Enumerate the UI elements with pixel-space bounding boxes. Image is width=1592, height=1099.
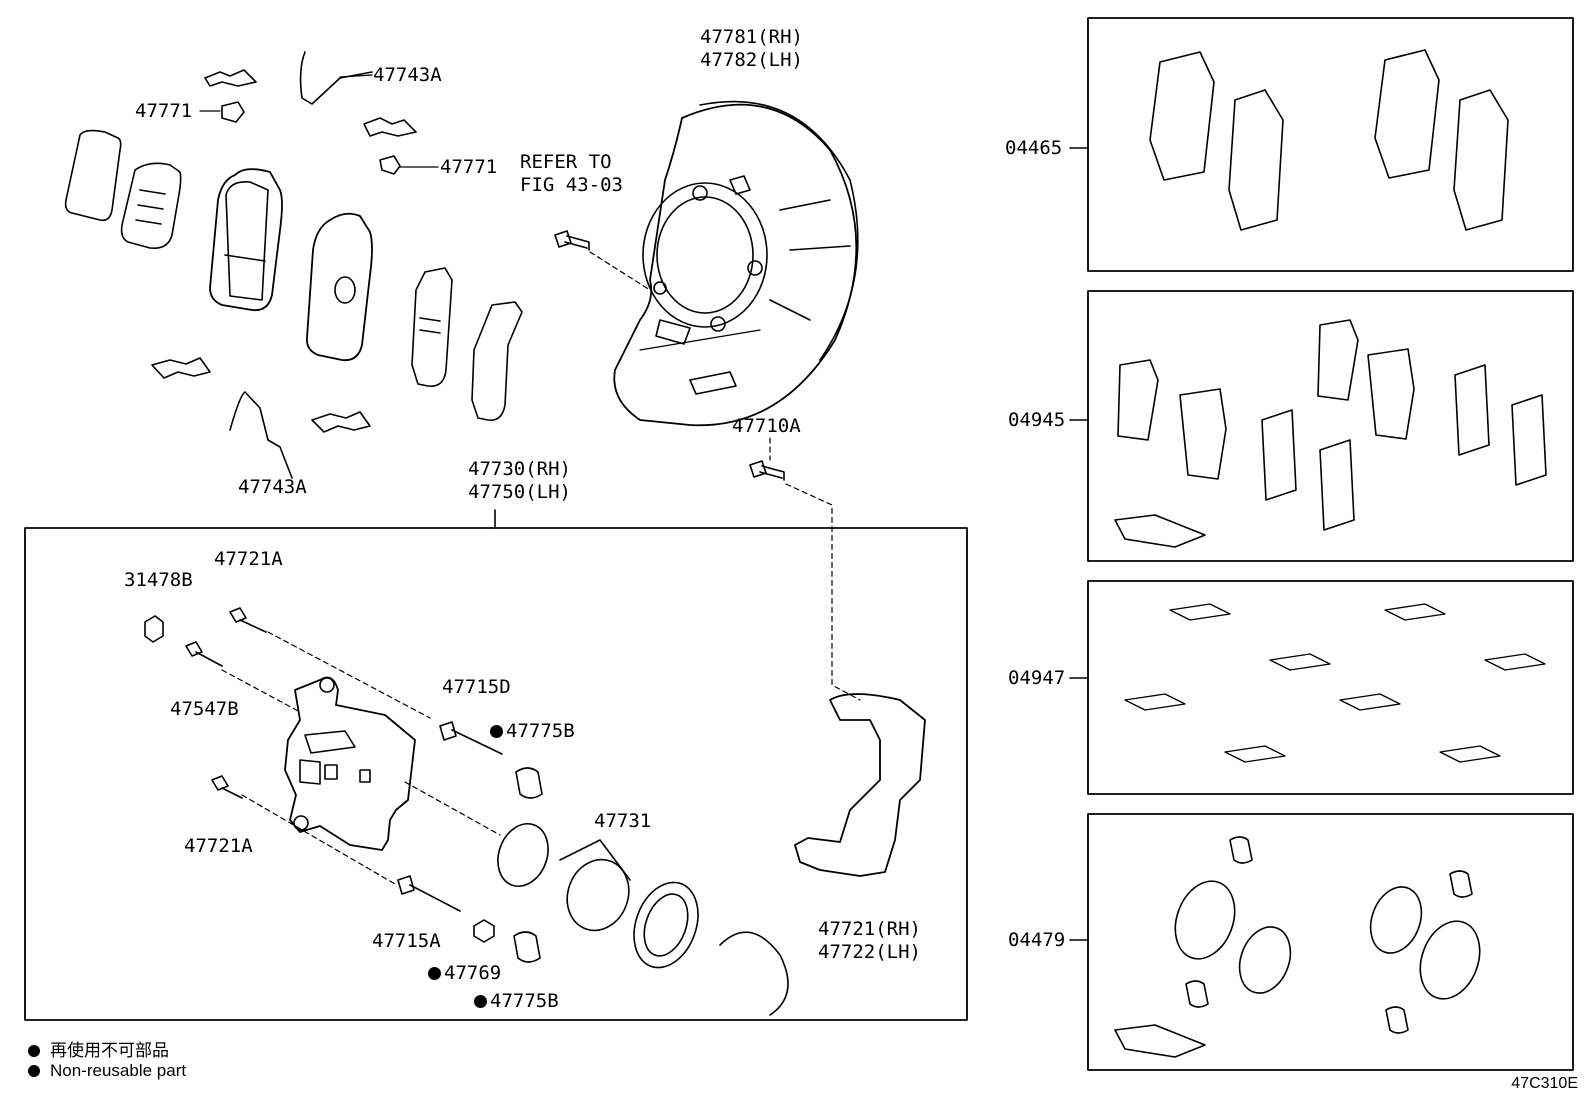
bolt-leader (589, 251, 651, 291)
boot-lower-47775B (513, 931, 541, 963)
mounting-bracket (794, 693, 926, 877)
label-caliper-rh: 47730(RH) (468, 458, 571, 480)
label-pin-a: 47715A (372, 930, 441, 952)
kit-number-04479: 04479 (1008, 929, 1066, 951)
label-bolt-upper: 47721A (214, 548, 283, 570)
pin-47715A (397, 875, 461, 912)
label-bushing: 47769 (428, 962, 501, 984)
label-boot-upper: 47775B (490, 720, 575, 742)
bolt-47710A (749, 460, 785, 481)
piston-47731 (559, 839, 631, 932)
label-mount-rh: 47721(RH) (818, 918, 921, 940)
pin-47715D (439, 721, 503, 755)
bushing-47769 (473, 919, 495, 943)
non-reusable-dot (428, 967, 441, 980)
pad-spring-top (299, 51, 373, 105)
label-spring-bottom: 47743A (238, 476, 307, 498)
kit-number-04945: 04945 (1008, 409, 1066, 431)
non-reusable-dot (474, 995, 487, 1008)
kit-number-04465: 04465 (1005, 137, 1063, 159)
kit-box-04465 (1087, 17, 1574, 272)
caliper-assembly-frame (24, 527, 968, 1021)
bolt-upper-47721A (229, 607, 267, 633)
label-clip-mid: 47771 (440, 156, 498, 178)
clip-c (363, 117, 417, 137)
inner-pad (306, 212, 373, 362)
label-clip-top: 47771 (135, 100, 193, 122)
outer-pad (209, 168, 283, 312)
kit-04479-contents (1114, 836, 1481, 1058)
clip-a (204, 69, 257, 87)
clip-b (221, 101, 245, 123)
seal-ring (497, 823, 549, 887)
kit-box-04479 (1087, 813, 1574, 1071)
set-ring (719, 931, 789, 1016)
boot-upper-47775B (515, 767, 543, 799)
boot-upper-number: 47775B (506, 720, 575, 742)
label-caliper-lh: 47750(LH) (468, 481, 571, 503)
legend-english-text: Non-reusable part (50, 1061, 187, 1080)
bolt-lower-47721A (211, 775, 243, 799)
boot-lower-number: 47775B (490, 990, 559, 1012)
label-pin-d: 47715D (442, 676, 511, 698)
legend-english: Non-reusable part (28, 1061, 186, 1081)
bleeder-47547B (185, 641, 223, 667)
dust-boot (633, 881, 699, 969)
kit-leaders (1069, 147, 1089, 941)
legend-dot (28, 1065, 40, 1077)
clip-d (379, 155, 401, 175)
dust-shield (613, 100, 859, 427)
kit-04947-contents (1124, 603, 1546, 763)
clip-e (151, 357, 211, 379)
label-refer-line1: REFER TO (520, 151, 612, 173)
non-reusable-dot (490, 725, 503, 738)
kit-number-04947: 04947 (1008, 667, 1066, 689)
diagram-code: 47C310E (1511, 1075, 1578, 1092)
kit-box-04945 (1087, 290, 1574, 562)
label-shield-rh: 47781(RH) (700, 26, 803, 48)
label-bolt-lower: 47721A (184, 835, 253, 857)
label-spring-top: 47743A (373, 64, 442, 86)
assembly-guides (221, 631, 501, 885)
bushing-number: 47769 (444, 962, 502, 984)
legend-japanese-text: 再使用不可部品 (50, 1041, 169, 1060)
kit-box-04947 (1087, 580, 1574, 795)
label-bleeder: 47547B (170, 698, 239, 720)
kit-04465-contents (1149, 49, 1509, 231)
label-cap: 31478B (124, 569, 193, 591)
spring-leaders (199, 74, 439, 168)
bolt-47710A-leader (769, 437, 861, 701)
label-boot-lower: 47775B (474, 990, 559, 1012)
label-piston: 47731 (594, 810, 652, 832)
label-mount-lh: 47722(LH) (818, 941, 921, 963)
legend-dot (28, 1045, 40, 1057)
kit-04945-contents (1114, 319, 1547, 548)
pad-spring-bottom (229, 391, 293, 479)
inner-shim-a (411, 267, 453, 387)
anti-squeal-shim-1 (120, 162, 182, 250)
outer-shim (64, 129, 122, 222)
legend-japanese: 再使用不可部品 (28, 1036, 169, 1061)
label-shield-lh: 47782(LH) (700, 49, 803, 71)
label-bolt-shield: 47710A (732, 415, 801, 437)
caliper-body (284, 676, 416, 851)
cap-31478B (144, 615, 164, 643)
bolt-fig43 (554, 230, 590, 251)
inner-shim-b (471, 301, 523, 422)
clip-f (311, 411, 371, 433)
label-refer-line2: FIG 43-03 (520, 174, 623, 196)
